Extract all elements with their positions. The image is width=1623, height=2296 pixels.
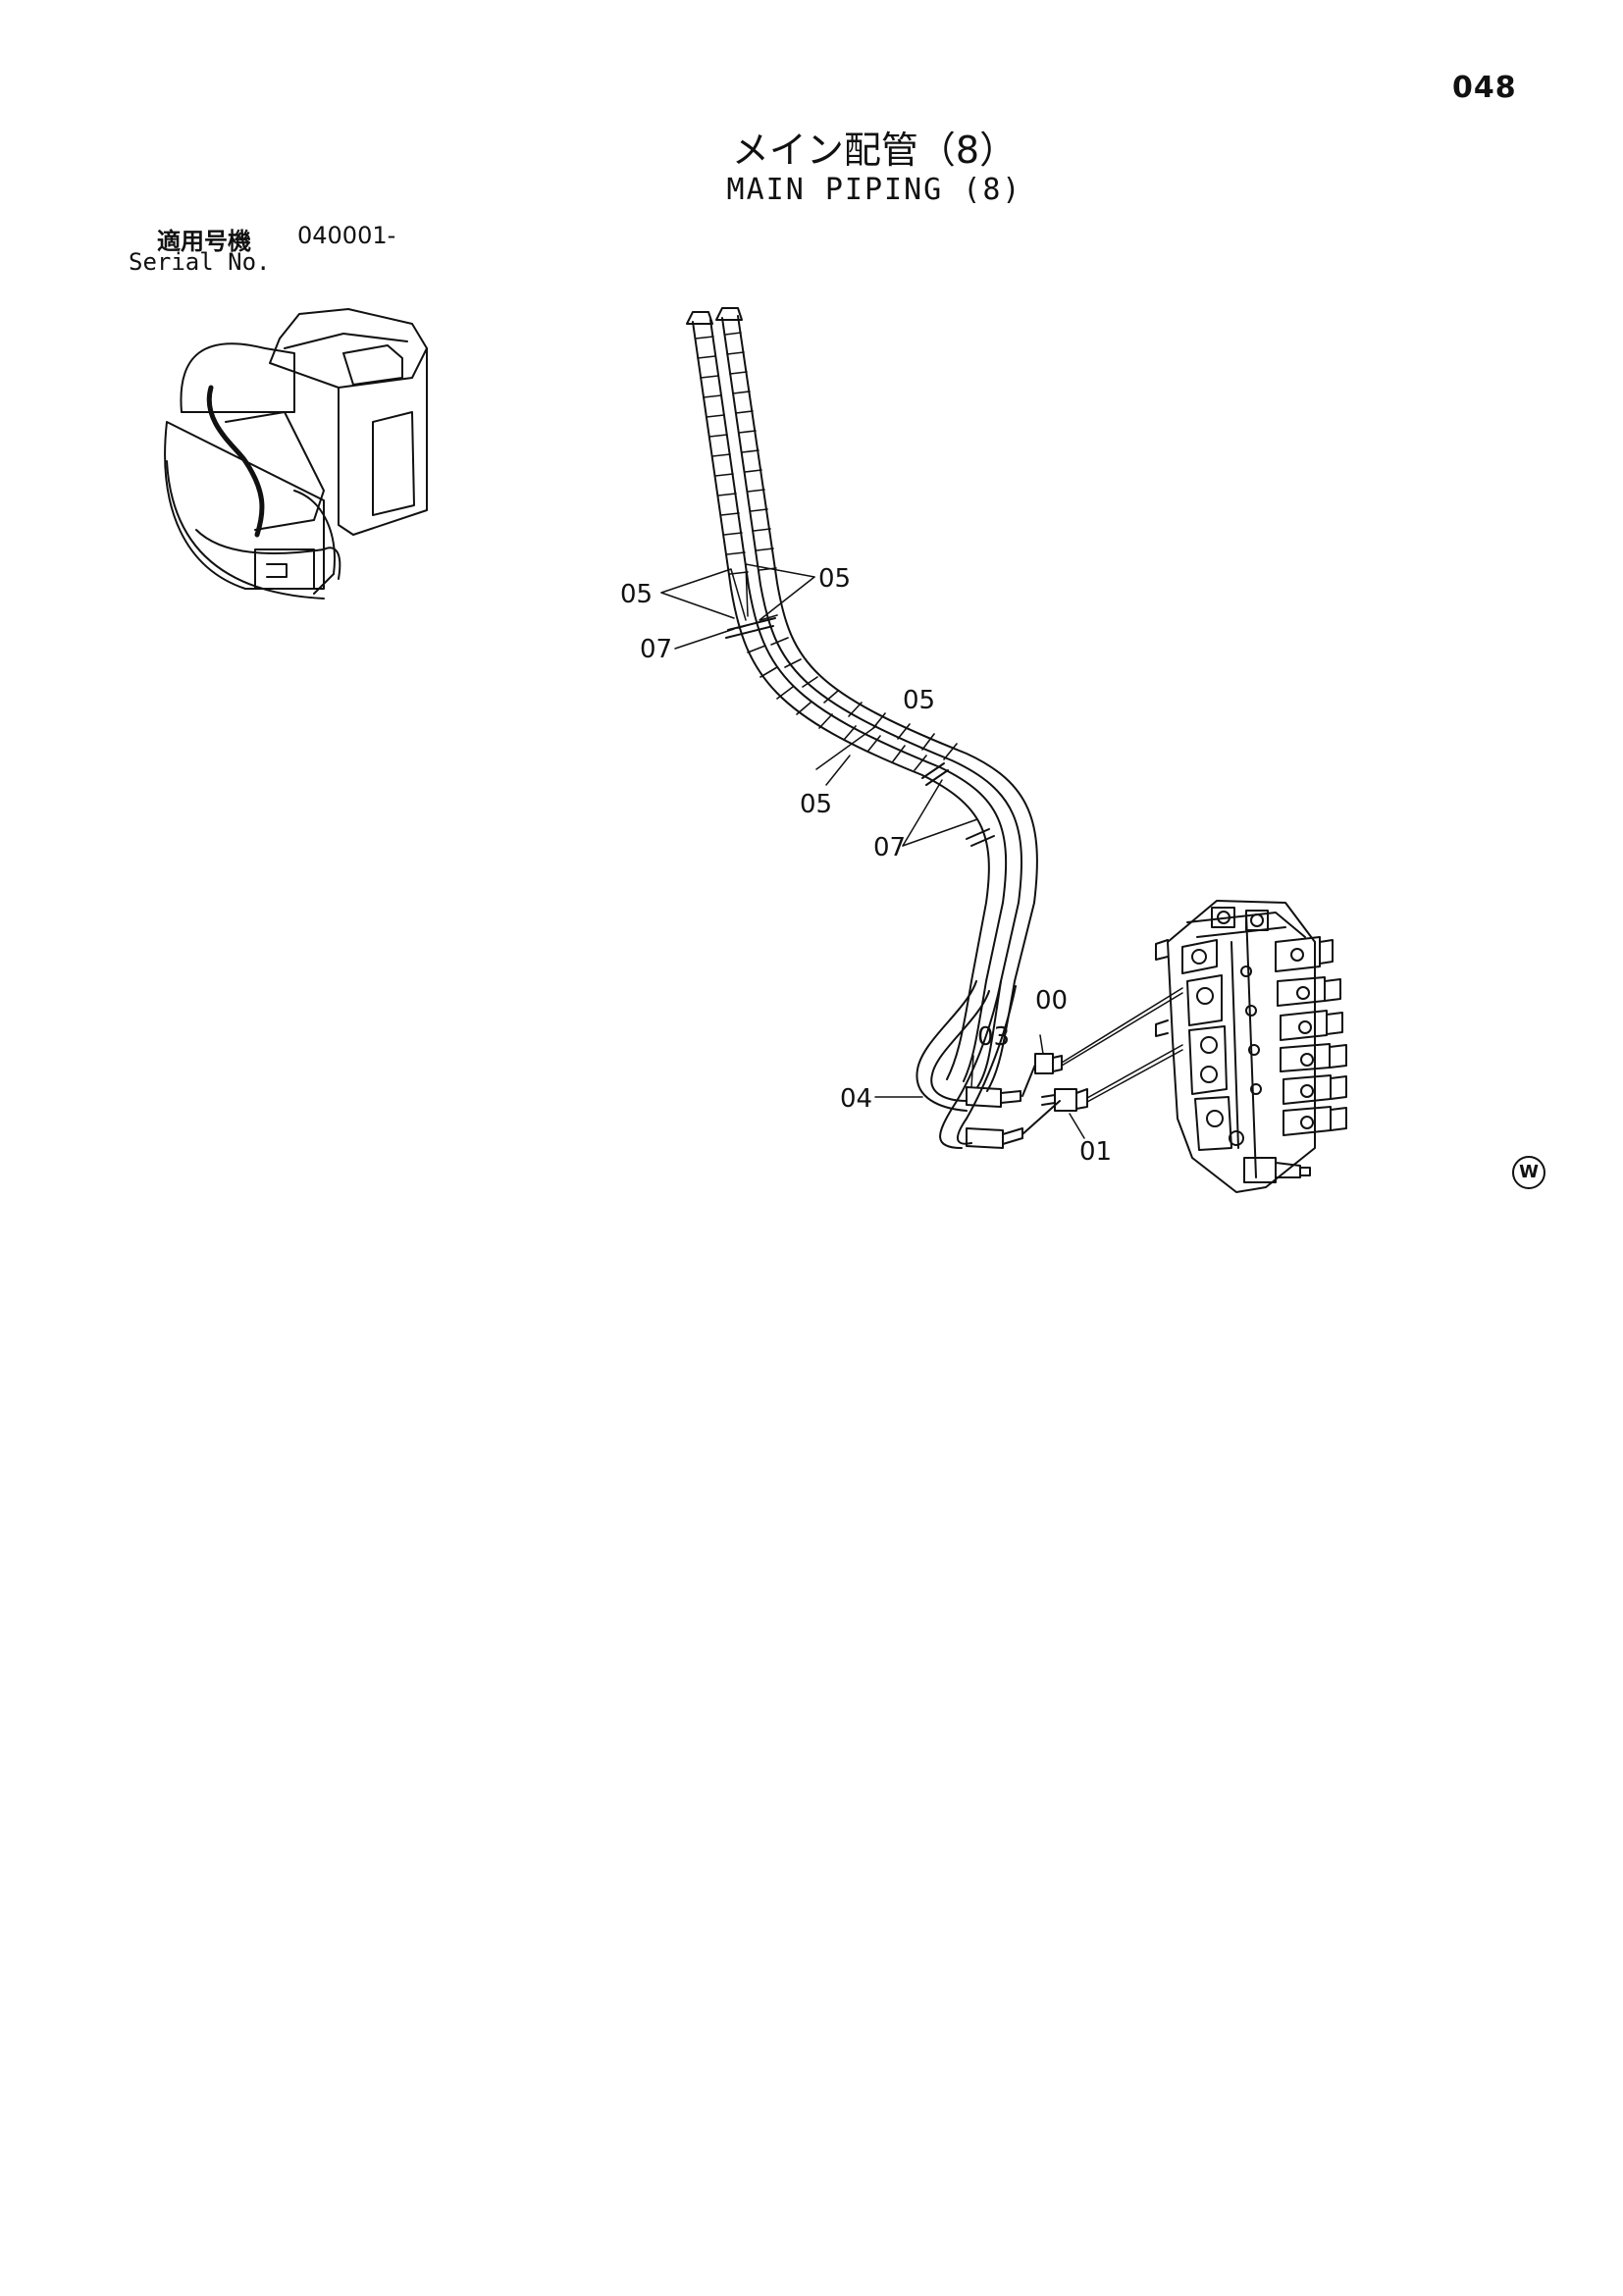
adapter-00 — [1034, 1053, 1063, 1074]
w-stamp-icon: W — [1512, 1156, 1545, 1189]
serial-label-en: Serial No. — [129, 248, 271, 276]
callout-05-upper-right: 05 — [818, 564, 851, 594]
fitting-04 — [966, 1127, 1023, 1149]
adapter-01 — [1041, 1088, 1088, 1112]
callout-05-mid-lower: 05 — [800, 790, 832, 819]
callout-07-mid: 07 — [873, 833, 906, 862]
callout-00: 00 — [1035, 986, 1068, 1016]
serial-label-jp: 適用号機 — [157, 228, 251, 255]
callout-01: 01 — [1079, 1137, 1112, 1167]
callout-05-upper-left: 05 — [620, 580, 653, 609]
page-number: 048 — [1452, 71, 1517, 105]
fitting-03 — [966, 1086, 1021, 1108]
title-japanese: メイン配管（8） — [0, 120, 1623, 174]
callout-04: 04 — [840, 1084, 872, 1114]
title-japanese-text: メイン配管（8） — [731, 129, 1018, 172]
control-valve — [1155, 900, 1347, 1193]
title-english-text: MAIN PIPING (8) — [726, 173, 1022, 207]
serial-value: 040001- — [297, 222, 396, 249]
hose-braided — [692, 315, 1038, 1092]
machine-locator-illustration — [164, 308, 428, 600]
title-english: MAIN PIPING (8) — [0, 173, 1623, 207]
callout-05-mid-upper: 05 — [903, 686, 935, 715]
callout-03: 03 — [977, 1022, 1010, 1052]
callout-leaders — [660, 563, 1085, 1139]
callout-07-upper: 07 — [640, 635, 672, 664]
